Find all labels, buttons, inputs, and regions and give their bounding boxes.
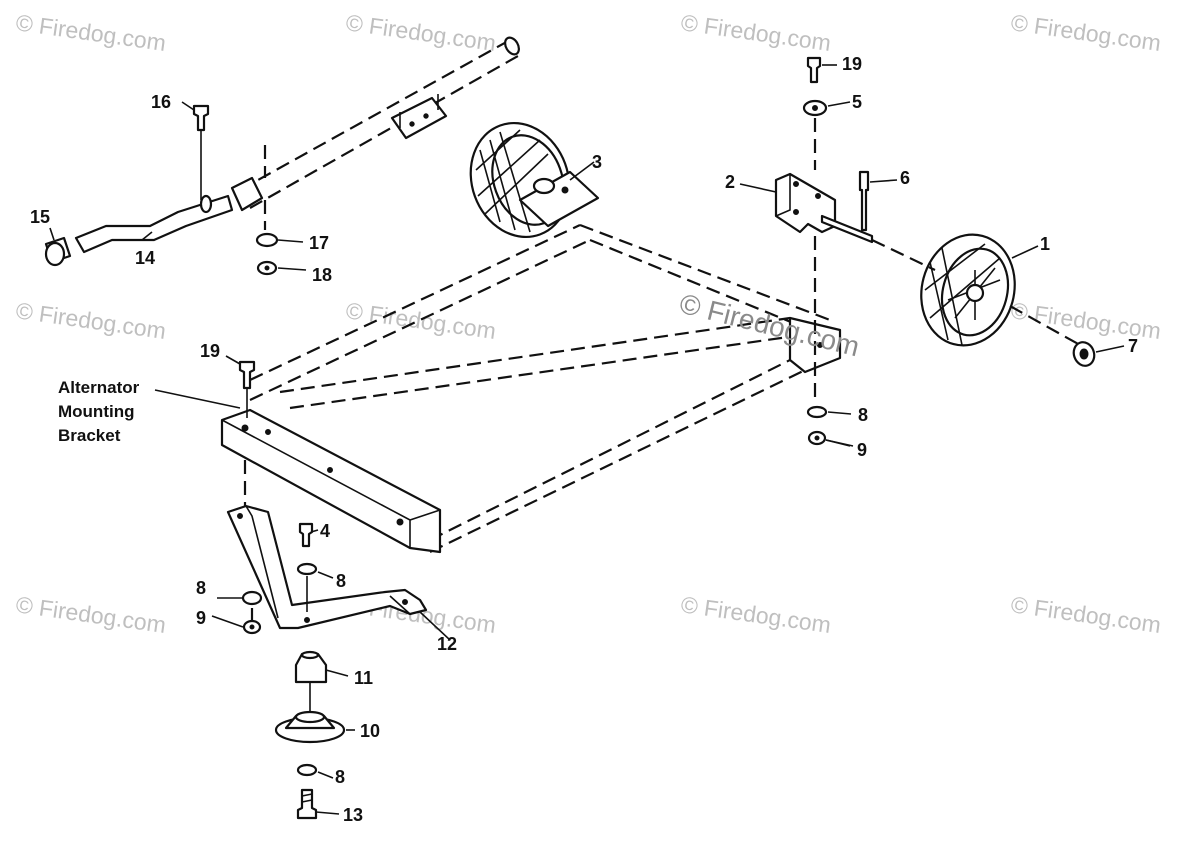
frame <box>220 223 842 554</box>
washer-nut-right <box>806 405 828 446</box>
callout-8: 8 <box>336 571 346 591</box>
watermark: © Firedog.com <box>14 9 167 56</box>
callout-7: 7 <box>1128 336 1138 356</box>
callout-14: 14 <box>135 248 155 268</box>
bolt-4 <box>241 522 318 635</box>
handle-tube <box>230 36 520 230</box>
bolt-19-left <box>238 360 256 418</box>
callout-11: 11 <box>354 668 373 688</box>
callout-19: 19 <box>200 341 220 361</box>
axle-bracket <box>774 170 874 244</box>
callout-1: 1 <box>1040 234 1050 254</box>
watermark: © Firedog.com <box>14 297 167 344</box>
handle-grip <box>44 194 234 267</box>
annotation-line-1: Alternator <box>58 378 140 397</box>
callout-12: 12 <box>437 634 457 654</box>
callout-18: 18 <box>312 265 332 285</box>
callout-10: 10 <box>360 721 380 741</box>
callout-9: 9 <box>196 608 206 628</box>
callout-6: 6 <box>900 168 910 188</box>
washer-17 <box>255 232 279 276</box>
callout-3: 3 <box>592 152 602 172</box>
callout-2: 2 <box>725 172 735 192</box>
watermark: © Firedog.com <box>679 591 832 638</box>
callout-4: 4 <box>320 521 330 541</box>
leader-lines <box>49 64 1125 815</box>
watermark: © Firedog.com <box>344 297 497 344</box>
washer-7 <box>1072 341 1096 367</box>
bolt-19-top <box>802 56 828 400</box>
callout-13: 13 <box>343 805 363 825</box>
callouts: 1 2 3 4 5 6 7 8 8 8 8 9 9 10 11 12 13 14… <box>30 54 1138 825</box>
callout-17: 17 <box>309 233 329 253</box>
annotation-line-3: Bracket <box>58 426 121 445</box>
callout-8: 8 <box>196 578 206 598</box>
callout-19: 19 <box>842 54 862 74</box>
callout-15: 15 <box>30 207 50 227</box>
callout-8: 8 <box>335 767 345 787</box>
callout-16: 16 <box>151 92 171 112</box>
wheel-left <box>469 121 600 239</box>
callout-8: 8 <box>858 405 868 425</box>
callout-9: 9 <box>857 440 867 460</box>
watermark: © Firedog.com <box>679 9 832 56</box>
alternator-bracket-label: Alternator Mounting Bracket <box>58 378 140 445</box>
watermark: © Firedog.com <box>1009 297 1162 344</box>
watermark-center: © Firedog.com <box>677 288 863 363</box>
callout-5: 5 <box>852 92 862 112</box>
bolt-16 <box>192 104 210 200</box>
annotation-line-2: Mounting <box>58 402 134 421</box>
watermark: © Firedog.com <box>14 591 167 638</box>
watermark: © Firedog.com <box>1009 591 1162 638</box>
watermark: © Firedog.com <box>1009 9 1162 56</box>
wheel-right <box>871 233 1081 347</box>
watermark: © Firedog.com <box>344 9 497 56</box>
mount-bracket <box>226 504 428 630</box>
isolator-stack <box>274 650 346 820</box>
